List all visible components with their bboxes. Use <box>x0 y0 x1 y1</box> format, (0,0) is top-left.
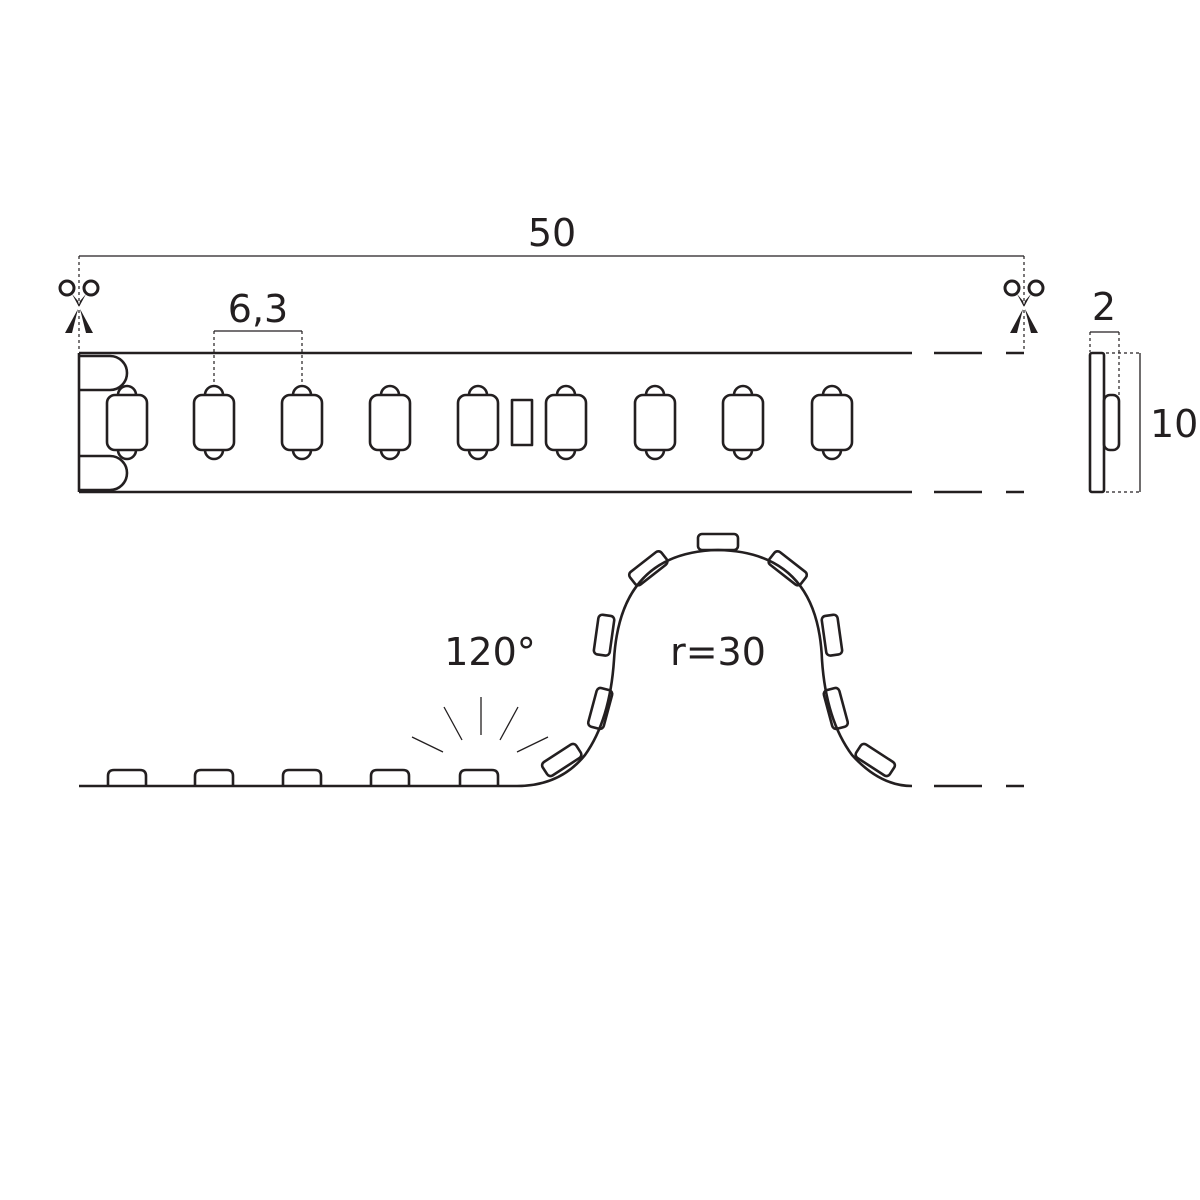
solder-pad-top <box>79 354 129 392</box>
led-chip <box>544 384 588 461</box>
beam-angle-rays <box>411 697 549 753</box>
scissors-icon <box>58 279 100 333</box>
led-chip <box>192 384 236 461</box>
led-top-row <box>105 384 854 461</box>
led-side <box>281 768 323 786</box>
led-side <box>458 768 500 786</box>
led-side <box>592 613 616 657</box>
strip-bend-view: 120° r=30 <box>79 532 1024 788</box>
thickness-label: 2 <box>1092 285 1116 329</box>
led-side <box>854 742 897 778</box>
led-side <box>193 768 235 786</box>
bend-radius-label: r=30 <box>670 630 766 674</box>
led-side <box>369 768 411 786</box>
led-chip <box>105 384 149 461</box>
strip-continuation-dashes <box>934 351 1024 494</box>
width-label: 10 <box>1150 402 1198 446</box>
strip-top-view <box>77 351 1024 494</box>
led-side <box>822 686 850 731</box>
led-side <box>820 613 844 657</box>
length-label: 50 <box>528 211 576 255</box>
led-side <box>586 686 614 731</box>
strip-side-view: 2 10 <box>1088 285 1198 494</box>
led-chip <box>810 384 854 461</box>
length-dimension: 50 <box>78 211 1025 352</box>
led-side <box>767 549 809 587</box>
led-chip <box>721 384 765 461</box>
led-chip <box>456 384 500 461</box>
strip-profile <box>1088 351 1106 494</box>
scissors-icon <box>1003 279 1045 333</box>
pitch-label: 6,3 <box>228 287 288 331</box>
led-chip <box>368 384 412 461</box>
led-flat-row <box>106 768 500 786</box>
led-side <box>540 742 583 778</box>
led-side <box>627 549 669 587</box>
resistor <box>510 398 534 447</box>
led-chip <box>280 384 324 461</box>
led-side <box>696 532 740 552</box>
solder-pad-bottom <box>79 454 129 492</box>
led-bend-row <box>540 532 897 778</box>
led-profile <box>1102 393 1121 452</box>
beam-angle-label: 120° <box>444 630 536 674</box>
led-chip <box>633 384 677 461</box>
pitch-dimension: 6,3 <box>213 287 303 384</box>
led-side <box>106 768 148 786</box>
